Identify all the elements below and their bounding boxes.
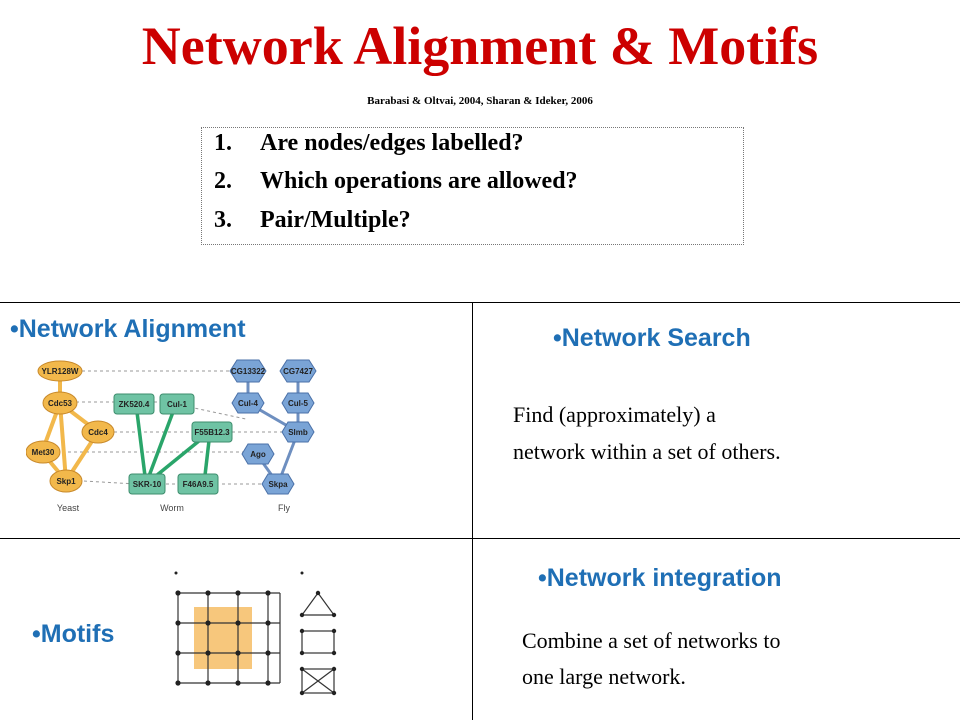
fly-node-cul5 xyxy=(281,392,315,414)
section-heading-search: •Network Search xyxy=(553,324,751,352)
question-item: 3.Pair/Multiple? xyxy=(214,207,411,233)
svg-text:Worm: Worm xyxy=(160,503,184,513)
questions-box: 1.Are nodes/edges labelled? 2.Which oper… xyxy=(201,127,744,245)
network-alignment-figure: YLR128W Cdc53 Cdc4 Met30 Skp1 ZK520.4 Cu… xyxy=(26,359,317,513)
worm-node-zk520 xyxy=(113,393,155,415)
fly-node-slmb xyxy=(281,421,315,443)
yeast-node-cdc4 xyxy=(81,420,115,444)
motif-nodes xyxy=(299,590,337,696)
question-item: 1.Are nodes/edges labelled? xyxy=(214,130,524,156)
integration-description-line2: one large network. xyxy=(522,664,686,689)
motifs-figure xyxy=(174,571,337,696)
yeast-node-met30 xyxy=(26,440,61,464)
vertical-divider xyxy=(472,302,473,720)
section-heading-integration: •Network integration xyxy=(538,564,782,592)
svg-text:Cdc53: Cdc53 xyxy=(48,399,73,408)
svg-text:Cdc4: Cdc4 xyxy=(88,428,108,437)
section-heading-alignment: •Network Alignment xyxy=(10,315,246,343)
fly-node-ago xyxy=(241,443,275,465)
svg-text:CG13322: CG13322 xyxy=(231,367,266,376)
svg-text:Cul-1: Cul-1 xyxy=(167,400,188,409)
svg-text:YLR128W: YLR128W xyxy=(42,367,79,376)
worm-node-cul1 xyxy=(159,393,195,415)
svg-text:SKR-10: SKR-10 xyxy=(133,480,162,489)
species-labels: Yeast Worm Fly xyxy=(57,503,291,513)
section-heading-motifs: •Motifs xyxy=(32,620,115,648)
motif-complete-graph xyxy=(301,668,335,694)
worm-edges xyxy=(134,403,212,486)
slide-title: Network Alignment & Motifs xyxy=(141,16,819,76)
worm-nodes xyxy=(113,393,233,495)
fly-node-skpa xyxy=(261,473,295,495)
svg-text:Skp1: Skp1 xyxy=(56,477,76,486)
fly-node-cg13322 xyxy=(229,359,267,383)
worm-node-skr10 xyxy=(128,473,166,495)
fly-node-cul4 xyxy=(231,392,265,414)
yeast-node-cdc53 xyxy=(42,391,78,415)
svg-text:ZK520.4: ZK520.4 xyxy=(119,400,150,409)
grid-lines xyxy=(177,592,281,684)
yeast-node-ylr128w xyxy=(37,360,83,382)
svg-text:Cul-5: Cul-5 xyxy=(288,399,309,408)
svg-text:F55B12.3: F55B12.3 xyxy=(194,428,230,437)
svg-text:Met30: Met30 xyxy=(32,448,55,457)
svg-text:F46A9.5: F46A9.5 xyxy=(183,480,214,489)
fly-node-cg7427 xyxy=(279,359,317,383)
integration-description-line1: Combine a set of networks to xyxy=(522,628,781,653)
worm-node-f46a9 xyxy=(177,473,219,495)
citation: Barabasi & Oltvai, 2004, Sharan & Ideker… xyxy=(367,95,593,107)
svg-text:Skpa: Skpa xyxy=(268,480,288,489)
motif-highlight xyxy=(194,607,252,669)
fly-nodes xyxy=(229,359,317,495)
search-description-line2: network within a set of others. xyxy=(513,439,781,464)
svg-text:Fly: Fly xyxy=(278,503,290,513)
node-labels: YLR128W Cdc53 Cdc4 Met30 Skp1 ZK520.4 Cu… xyxy=(32,367,314,489)
motif-shapes xyxy=(300,591,336,694)
search-description-line1: Find (approximately) a xyxy=(513,402,716,427)
motif-square xyxy=(301,630,335,654)
svg-text:Ago: Ago xyxy=(250,450,266,459)
motif-triangle xyxy=(300,591,336,616)
svg-text:Cul-4: Cul-4 xyxy=(238,399,259,408)
yeast-node-skp1 xyxy=(49,469,83,493)
question-item: 2.Which operations are allowed? xyxy=(214,168,578,194)
horizontal-divider-top xyxy=(0,302,960,303)
svg-text:CG7427: CG7427 xyxy=(283,367,313,376)
horizontal-divider-middle xyxy=(0,538,960,539)
yeast-nodes xyxy=(26,360,115,493)
svg-text:Yeast: Yeast xyxy=(57,503,80,513)
grid-nodes xyxy=(174,571,304,686)
worm-node-f55b12 xyxy=(191,421,233,443)
svg-text:Slmb: Slmb xyxy=(288,428,308,437)
